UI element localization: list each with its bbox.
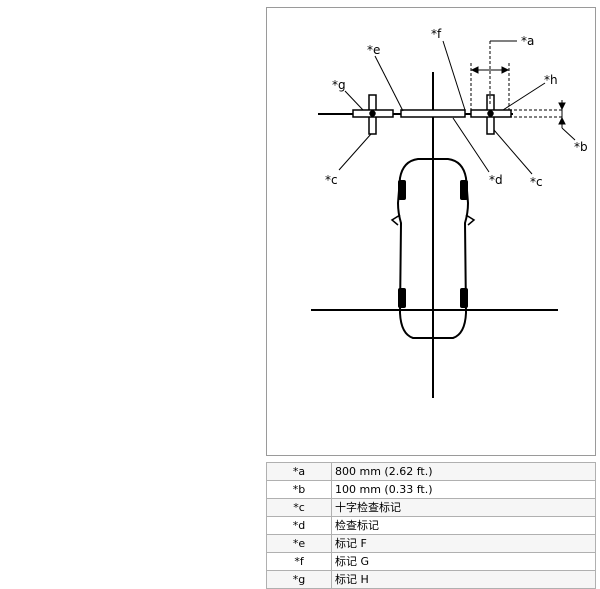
dimension-a (470, 40, 517, 110)
legend-value: 标记 G (331, 552, 596, 571)
legend-value: 检查标记 (331, 516, 596, 535)
leader-lines (338, 40, 546, 175)
callout-g: *g (332, 78, 346, 92)
callout-e: *e (367, 43, 381, 57)
legend-row: *b 100 mm (0.33 ft.) (266, 480, 596, 499)
legend-value: 标记 F (331, 534, 596, 553)
callout-a: *a (521, 34, 535, 48)
callout-c-right: *c (530, 175, 543, 189)
leader-h (502, 82, 546, 111)
rear-right-tire (460, 288, 468, 308)
legend-key: *f (266, 552, 332, 571)
callout-c-left: *c (325, 173, 338, 187)
legend-row: *f 标记 G (266, 552, 596, 571)
rear-left-tire (398, 288, 406, 308)
leader-g (344, 90, 364, 111)
legend-key: *b (266, 480, 332, 499)
legend-row: *e 标记 F (266, 534, 596, 553)
legend-value: 标记 H (331, 570, 596, 589)
legend-table: *a 800 mm (2.62 ft.) *b 100 mm (0.33 ft.… (266, 462, 596, 589)
vehicle-alignment-diagram (311, 40, 576, 398)
center-check-mark (400, 109, 466, 118)
front-right-tire (460, 180, 468, 200)
right-mirror (465, 214, 476, 226)
legend-row: *c 十字检查标记 (266, 498, 596, 517)
callout-d: *d (489, 173, 503, 187)
legend-value: 100 mm (0.33 ft.) (331, 480, 596, 499)
dimension-b (558, 100, 576, 141)
leader-e (374, 55, 404, 112)
legend-value: 十字检查标记 (331, 498, 596, 517)
legend-value: 800 mm (2.62 ft.) (331, 462, 596, 481)
leader-f (442, 40, 466, 111)
legend-row: *a 800 mm (2.62 ft.) (266, 462, 596, 481)
leader-c-left (338, 133, 372, 171)
leader-c-right (493, 129, 533, 175)
legend-key: *d (266, 516, 332, 535)
leader-d (452, 117, 490, 173)
legend-key: *e (266, 534, 332, 553)
vehicle-body (396, 158, 470, 339)
callout-b: *b (574, 140, 588, 154)
legend-row: *d 检查标记 (266, 516, 596, 535)
front-left-tire (398, 180, 406, 200)
legend-row: *g 标记 H (266, 570, 596, 589)
right-cross-check-mark (470, 94, 512, 135)
callout-h: *h (544, 73, 558, 87)
legend-key: *c (266, 498, 332, 517)
tires (398, 180, 468, 308)
diagram-figure: *a *b *c *c *d *e *f *g *h (266, 7, 596, 456)
legend-key: *a (266, 462, 332, 481)
left-mirror (390, 214, 401, 226)
callout-f: *f (431, 27, 442, 41)
left-cross-check-mark (352, 94, 394, 135)
legend-key: *g (266, 570, 332, 589)
